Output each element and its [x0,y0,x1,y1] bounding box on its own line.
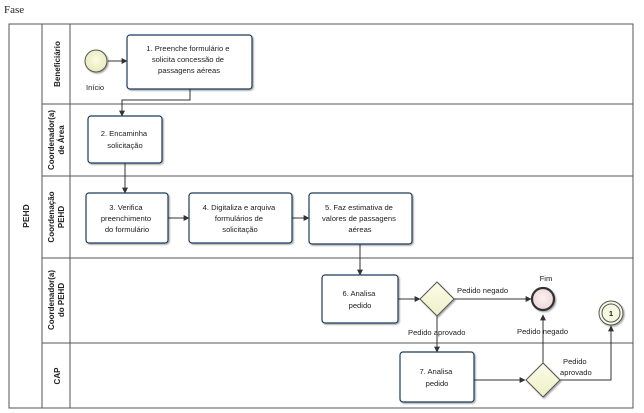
task-3-label: 3. Verifica preenchimento do formulário [101,203,153,234]
task-6 [321,274,399,324]
lane-label-beneficiario: Beneficiário [53,41,62,87]
task-6-label: 6. Analisa pedido [342,289,377,310]
pool-label: PEHD [21,204,31,228]
flow-label-pedido-negado-2: Pedido negado [517,327,568,336]
task-7-label: 7. Analisa pedido [419,367,454,388]
connector-event-inner [601,303,621,323]
task-3 [85,192,169,244]
flow-task1-to-task2 [119,89,191,117]
lane-label-coordenador-pehd-line1: Coordenador(a) [47,270,56,330]
task-1-label: 1. Preenche formulário e solicita conces… [146,44,231,75]
task-2-label: 2. Encaminha solicitação [101,129,150,150]
lane-label-coordenacao-pehd-line1: Coordenação [47,191,56,242]
connector-label: 1 [609,309,614,318]
lane-label-coordenacao-pehd-line2: PEHD [57,206,66,228]
task-5-label: 5. Faz estimativa de valores de passagen… [322,203,398,234]
phase-label: Fase [4,4,24,16]
task-2 [87,115,163,164]
lane-label-coordenador-pehd-line2: do PEHD [57,283,66,317]
task-1 [126,34,253,90]
end-event [530,286,556,312]
gateway-2 [525,362,561,398]
flow-gateway2-to-connector [560,325,614,381]
lane-label-coordenador-area-line2: de Área [57,125,66,155]
start-label: Início [86,83,104,92]
lane-label-coordenador-area-line1: Coordenador(a) [47,110,56,170]
flow-label-pedido-aprovado-1: Pedido aprovado [408,328,465,337]
end-label: Fim [540,274,553,283]
gateway-1 [419,281,455,317]
task-7 [399,351,475,403]
lane-label-cap: CAP [53,367,62,385]
task-4-label: 4. Digitaliza e arquiva formulários de s… [203,203,278,234]
task-5 [308,192,413,245]
flow-label-pedido-negado-1: Pedido negado [457,286,508,295]
start-event [84,49,108,73]
flow-label-pedido-aprovado-2: Pedido aprovado [560,357,592,377]
connector-event-outer [598,300,624,326]
task-4 [188,192,293,244]
